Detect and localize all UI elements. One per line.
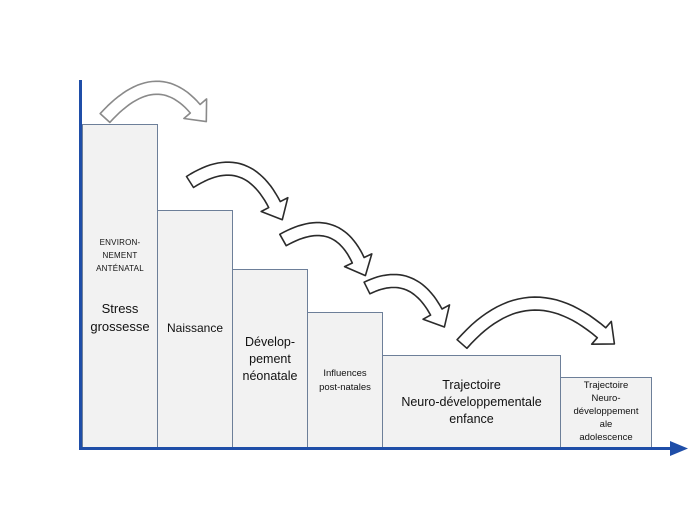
step-stress-label-line2: grossesse <box>90 319 150 334</box>
y-axis-line <box>79 80 82 450</box>
curved-arrow-1 <box>99 80 208 124</box>
step-trajectoire-enfance: Trajectoire Neuro-développementale enfan… <box>382 355 561 448</box>
step-stress-grossesse: ENVIRON- NEMENT ANTÉNATAL Stress grosses… <box>82 124 158 448</box>
step-adolescence-label-line4: ale <box>599 419 613 430</box>
step-trajectoire-adolescence: Trajectoire Neuro- développement ale ado… <box>560 377 652 448</box>
step-enfance-label-line2: Neuro-développementale <box>401 395 542 409</box>
curved-arrow-5 <box>456 296 616 350</box>
step-enfance-label-line1: Trajectoire <box>442 378 501 392</box>
step-adolescence-label-line1: Trajectoire <box>583 380 629 391</box>
curved-arrow-4 <box>363 273 451 328</box>
step-developpement-label-line3: néonatale <box>242 369 298 383</box>
x-axis-line <box>79 447 673 450</box>
step-adolescence-label-line3: développement <box>573 406 639 417</box>
step-developpement-label-line1: Dévelop- <box>244 335 296 349</box>
step-influences-label-line2: post-natales <box>319 382 371 393</box>
step-stress-subtitle-line1: ENVIRON- <box>99 238 141 247</box>
step-stress-subtitle-line3: ANTÉNATAL <box>96 264 144 273</box>
step-naissance-label: Naissance <box>166 321 224 335</box>
step-stress-subtitle-line2: NEMENT <box>102 251 138 260</box>
curved-arrow-2 <box>185 161 289 221</box>
curved-arrow-3 <box>279 221 373 277</box>
step-adolescence-label-line2: Neuro- <box>591 393 621 404</box>
step-influences-label-line1: Influences <box>323 368 367 379</box>
x-axis-arrowhead <box>670 441 688 456</box>
step-developpement-label-line2: pement <box>249 352 291 366</box>
step-adolescence-label-line5: adolescence <box>579 432 633 443</box>
step-stress-label-line1: Stress <box>101 301 139 316</box>
step-enfance-label-line3: enfance <box>449 412 494 426</box>
step-influences-post-natales: Influences post-natales <box>307 312 383 448</box>
